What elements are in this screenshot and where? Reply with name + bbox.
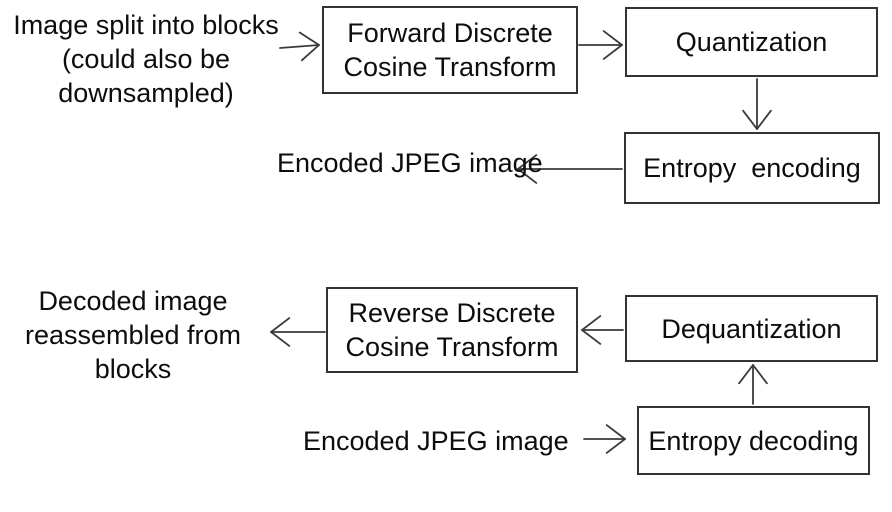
arrow-dequantization-to-rdct [581, 315, 624, 345]
node-entropy-decoding: Entropy decoding [637, 406, 870, 475]
arrow-quantization-to-entropy-encoding [742, 78, 772, 130]
node-reverse-dct: Reverse Discrete Cosine Transform [326, 287, 578, 373]
label-encoded-jpeg-output: Encoded JPEG image [277, 148, 543, 178]
node-quantization: Quantization [625, 7, 878, 77]
label-decoder-output: Decoded image reassembled from blocks [24, 286, 242, 384]
arrow-entropy-decoding-to-dequantization [738, 364, 768, 405]
label-encoder-input: Image split into blocks (could also be d… [13, 10, 279, 108]
arrow-rdct-to-output [270, 317, 326, 347]
arrow-input-to-entropy-decoding [583, 424, 626, 454]
arrow-fdct-to-quantization [578, 30, 623, 60]
label-encoded-jpeg-input: Encoded JPEG image [303, 426, 569, 456]
node-entropy-encoding: Entropy encoding [624, 132, 880, 204]
node-dequantization: Dequantization [625, 295, 878, 362]
node-forward-dct: Forward Discrete Cosine Transform [322, 6, 578, 94]
